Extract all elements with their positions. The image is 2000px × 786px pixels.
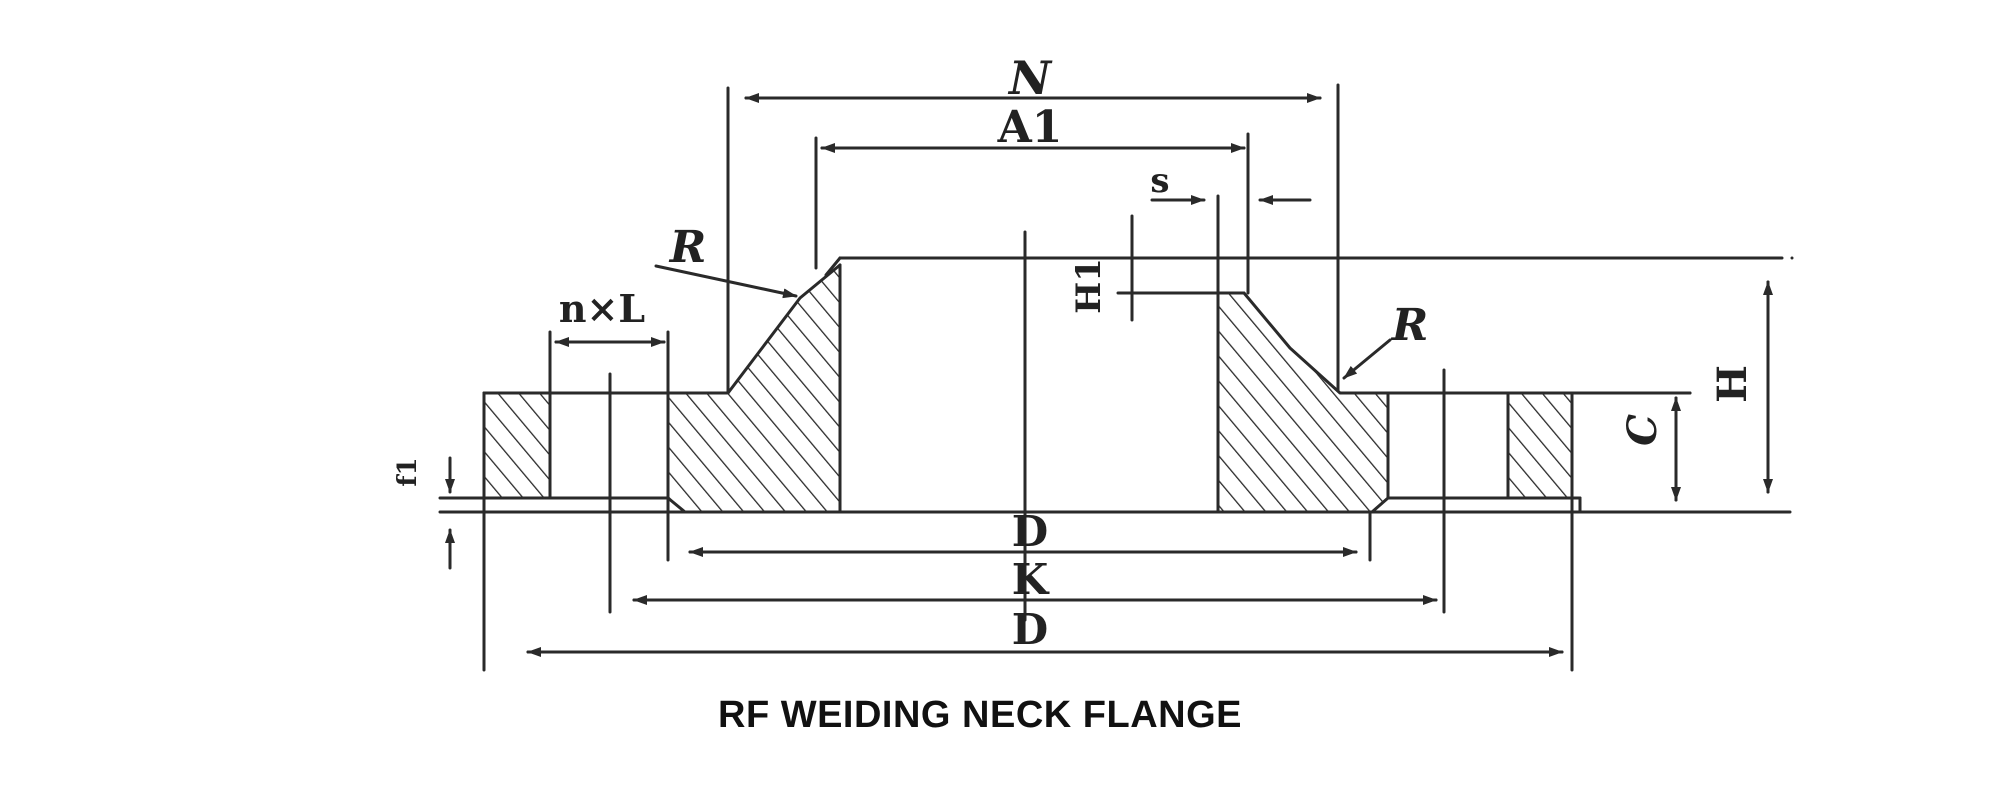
label-H: H	[1709, 365, 1756, 403]
left-flange-ring	[482, 391, 670, 500]
bore-outline	[438, 256, 1792, 514]
extension-lines	[482, 83, 1794, 672]
label-R-left: R	[668, 222, 707, 273]
dimension-lines	[445, 93, 1773, 657]
label-A1: A1	[997, 102, 1063, 153]
label-f1: f1	[393, 457, 423, 486]
diagram-title: RF WEIDING NECK FLANGE	[718, 694, 1242, 736]
label-R-right: R	[1390, 300, 1429, 351]
label-H1: H1	[1069, 258, 1109, 314]
left-hub-section	[666, 263, 842, 514]
label-C: C	[1619, 414, 1666, 446]
label-N: N	[1007, 51, 1053, 105]
label-nxL: n×L	[559, 286, 645, 331]
label-D-inner: D	[1012, 507, 1048, 556]
label-K: K	[1012, 555, 1050, 604]
right-flange-ring	[1386, 391, 1692, 514]
right-hub-section	[1216, 291, 1390, 514]
label-D-outer: D	[1012, 605, 1048, 654]
label-s: s	[1150, 161, 1169, 201]
